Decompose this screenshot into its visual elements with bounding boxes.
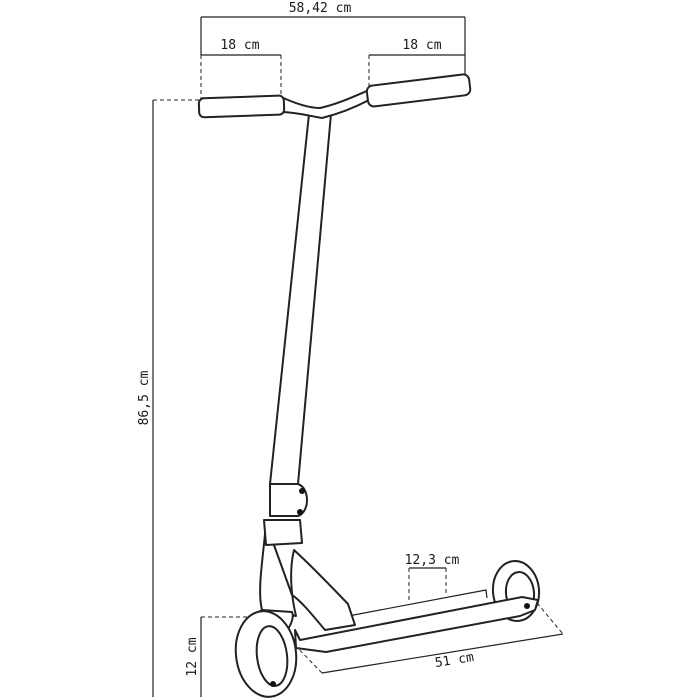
rear-axle <box>524 603 530 609</box>
front-wheel <box>234 610 298 698</box>
right-grip-label: 18 cm <box>402 38 441 53</box>
handlebar-width-dimension: 58,42 cm <box>200 1 466 55</box>
handlebar-grips <box>197 73 472 119</box>
total-height-dimension: 86,5 cm <box>137 99 201 697</box>
right-grip <box>365 73 472 108</box>
front-axle <box>270 681 276 687</box>
handlebar-width-label: 58,42 cm <box>289 1 352 16</box>
total-height-label: 86,5 cm <box>137 370 152 425</box>
deck-length-label: 51 cm <box>434 650 475 671</box>
deck-width-label: 12,3 cm <box>405 553 460 568</box>
left-grip-dimension: 18 cm <box>200 38 282 100</box>
left-grip-label: 18 cm <box>220 38 259 53</box>
left-grip <box>197 94 286 119</box>
wheel-height-dimension: 12 cm <box>185 616 253 697</box>
stem <box>269 89 370 485</box>
deck-width-dimension: 12,3 cm <box>405 553 460 603</box>
deck <box>294 589 539 653</box>
wheel-height-label: 12 cm <box>185 637 200 676</box>
